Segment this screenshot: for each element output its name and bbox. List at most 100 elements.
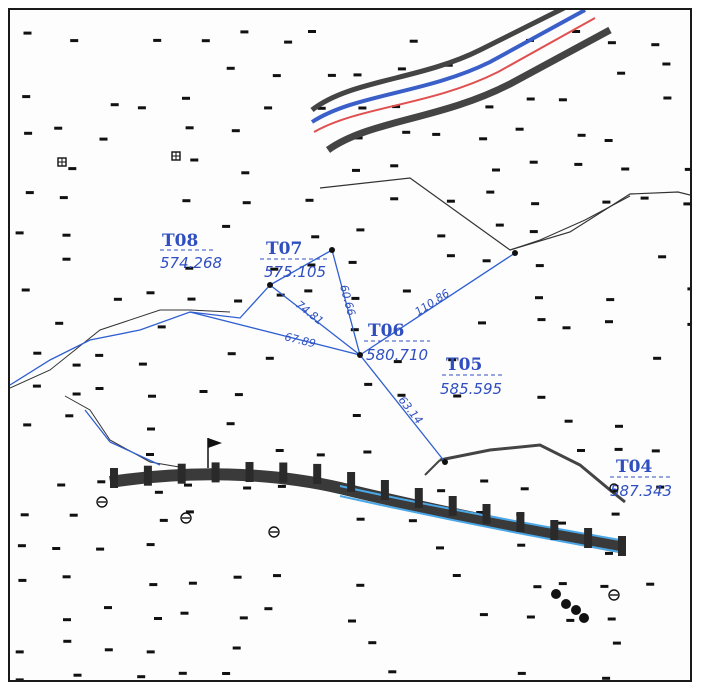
survey-point xyxy=(409,39,418,43)
survey-point xyxy=(188,581,197,585)
survey-point xyxy=(558,521,566,525)
survey-point xyxy=(99,137,108,141)
survey-point xyxy=(615,424,623,428)
survey-point xyxy=(222,224,231,228)
survey-point xyxy=(607,617,616,621)
survey-point xyxy=(437,489,446,493)
survey-point xyxy=(515,127,524,131)
survey-point xyxy=(273,574,281,578)
survey-point xyxy=(610,489,619,493)
wall-post xyxy=(313,463,322,484)
survey-point xyxy=(397,67,406,71)
survey-point xyxy=(402,130,411,134)
wall-posts xyxy=(110,462,626,556)
survey-point xyxy=(651,449,660,453)
survey-point xyxy=(656,485,665,489)
survey-point xyxy=(157,325,166,329)
survey-point xyxy=(684,167,690,171)
survey-point xyxy=(480,479,489,483)
survey-point xyxy=(606,298,615,302)
survey-point xyxy=(276,293,285,297)
survey-point xyxy=(533,585,542,589)
survey-point xyxy=(485,105,494,109)
survey-point xyxy=(178,671,187,675)
survey-point xyxy=(529,160,538,164)
survey-point xyxy=(605,320,613,324)
tree-cluster xyxy=(551,589,589,623)
station-t08: T08 574.268 xyxy=(160,231,222,272)
survey-point xyxy=(187,297,196,301)
station-name: T06 xyxy=(368,321,404,341)
survey-point xyxy=(388,670,397,674)
station-name: T04 xyxy=(616,457,652,477)
survey-point xyxy=(146,543,155,547)
survey-point xyxy=(393,360,402,364)
road xyxy=(310,10,612,153)
station-marker xyxy=(357,352,363,358)
survey-point xyxy=(479,613,488,617)
survey-point xyxy=(138,362,147,366)
survey-point xyxy=(222,672,231,675)
survey-point xyxy=(482,259,491,263)
station-marker xyxy=(267,282,273,288)
survey-point xyxy=(574,162,583,166)
survey-point xyxy=(602,676,611,680)
survey-point xyxy=(153,38,162,42)
survey-point xyxy=(558,582,567,586)
survey-point xyxy=(390,164,399,168)
survey-point xyxy=(234,393,243,397)
survey-point xyxy=(558,98,567,102)
survey-point xyxy=(110,103,119,107)
survey-point xyxy=(284,40,293,44)
survey-map: 74.81 60.66 67.89 110.86 63.14 T08 574.2… xyxy=(8,8,692,682)
distance-label: 60.66 xyxy=(337,283,358,317)
wall-post xyxy=(482,504,491,524)
survey-point xyxy=(526,615,535,619)
survey-point xyxy=(277,484,286,488)
survey-point xyxy=(402,289,411,293)
survey-point xyxy=(182,96,190,100)
survey-point xyxy=(621,167,630,171)
survey-point xyxy=(95,387,104,390)
survey-point xyxy=(350,328,359,332)
survey-point xyxy=(52,547,61,550)
survey-point xyxy=(476,511,485,514)
survey-point xyxy=(577,133,586,137)
station-name: T08 xyxy=(162,231,198,251)
survey-point xyxy=(535,264,544,268)
survey-point xyxy=(146,291,155,295)
survey-point xyxy=(614,447,623,451)
survey-point xyxy=(537,318,546,322)
survey-point xyxy=(265,356,274,360)
survey-point xyxy=(62,575,71,579)
survey-point xyxy=(495,223,504,227)
survey-point xyxy=(526,97,535,101)
survey-point xyxy=(25,191,34,195)
survey-point xyxy=(432,132,441,136)
survey-point xyxy=(607,41,616,45)
survey-point xyxy=(348,260,357,264)
survey-point xyxy=(146,453,154,456)
survey-point xyxy=(646,582,655,586)
survey-point xyxy=(199,390,208,393)
station-elevation: 585.595 xyxy=(440,380,502,398)
survey-point xyxy=(304,289,313,293)
survey-point xyxy=(159,518,168,522)
boundary-marker-icon xyxy=(57,151,181,167)
survey-point xyxy=(653,356,662,360)
station-elevation: 580.710 xyxy=(366,346,428,364)
survey-point xyxy=(55,321,64,325)
survey-point xyxy=(54,126,63,130)
station-t07: T07 575.105 xyxy=(260,239,328,281)
survey-point xyxy=(190,158,199,162)
survey-point xyxy=(233,575,242,579)
survey-point xyxy=(479,137,488,141)
survey-point xyxy=(72,392,81,396)
survey-point xyxy=(180,611,189,615)
station-t04: T04 587.343 xyxy=(610,457,672,500)
survey-point xyxy=(446,199,455,203)
survey-point xyxy=(352,414,361,417)
survey-point xyxy=(154,490,163,494)
survey-point xyxy=(478,321,486,325)
survey-point xyxy=(18,578,27,582)
